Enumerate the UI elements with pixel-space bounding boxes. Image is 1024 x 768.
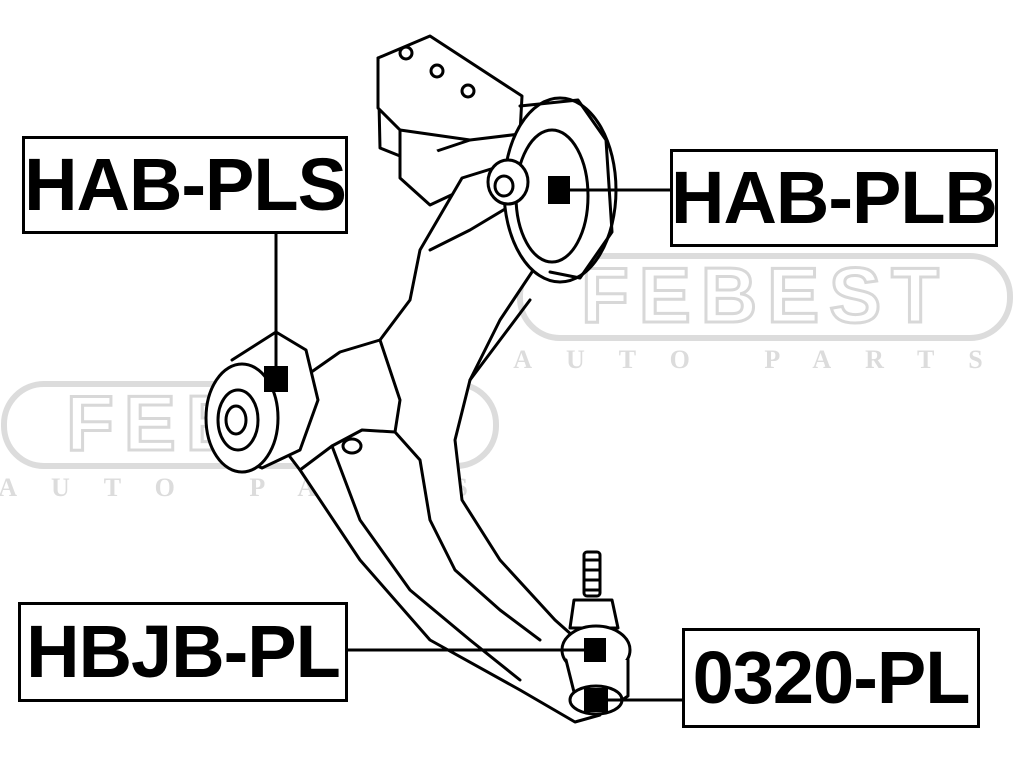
marker-0320-pl <box>584 688 608 712</box>
watermark-right-brand: FEBEST <box>581 251 949 339</box>
arm-body <box>260 158 602 724</box>
marker-hbjb-pl <box>584 638 606 662</box>
callout-hab-plb: HAB-PLB <box>670 149 998 247</box>
callout-hab-plb-label: HAB-PLB <box>671 156 998 239</box>
callout-0320-pl: 0320-PL <box>682 628 980 728</box>
marker-squares <box>264 176 608 712</box>
callout-hab-pls: HAB-PLS <box>22 136 348 234</box>
ball-joint <box>560 550 632 716</box>
watermark-right: FEBEST AUTO PARTS <box>513 250 1017 374</box>
callout-hab-pls-label: HAB-PLS <box>24 143 347 226</box>
watermark-right-tagline: AUTO PARTS <box>513 345 1017 374</box>
callout-0320-pl-label: 0320-PL <box>692 636 971 719</box>
callout-hbjb-pl-label: HBJB-PL <box>26 610 341 693</box>
marker-hab-plb <box>548 176 570 204</box>
marker-hab-pls <box>264 366 288 392</box>
callout-hbjb-pl: HBJB-PL <box>18 602 348 702</box>
mounting-bracket <box>376 34 524 207</box>
leader-lines <box>274 188 682 702</box>
